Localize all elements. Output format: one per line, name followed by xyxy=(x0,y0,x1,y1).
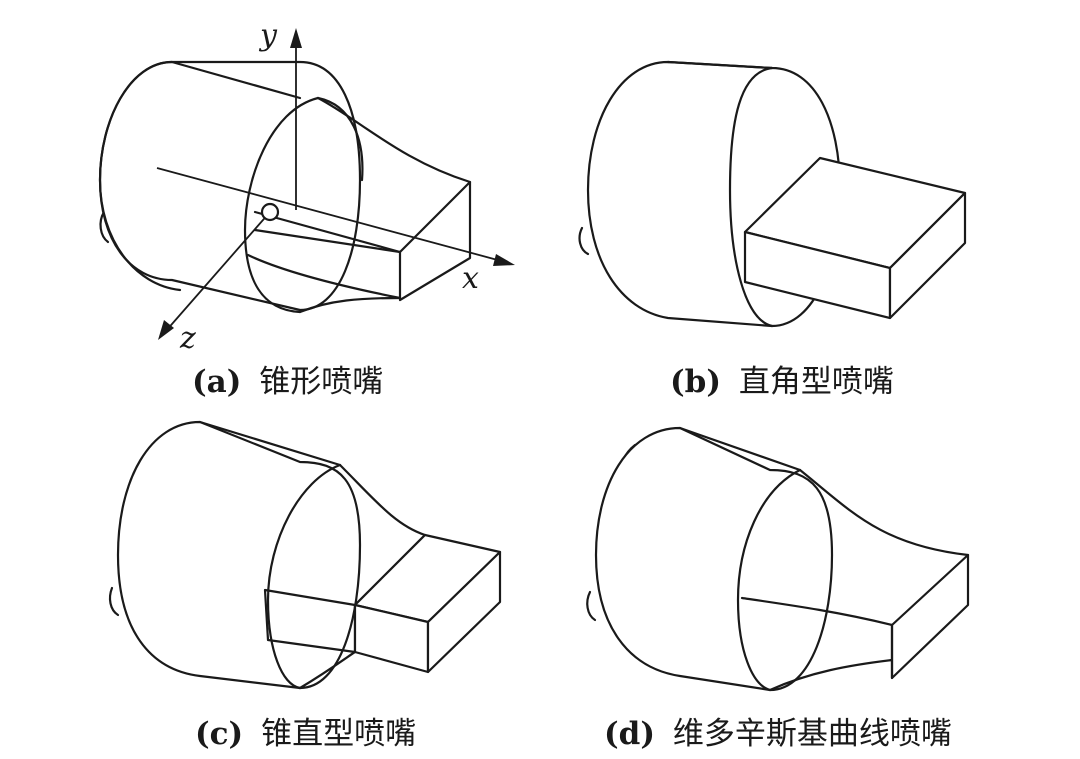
caption-c: (c) 锥直型喷嘴 xyxy=(195,716,416,752)
caption-b: (b) 直角型喷嘴 xyxy=(670,364,894,400)
caption-b-title: 直角型喷嘴 xyxy=(739,364,894,400)
panel-d-vitoshinskii-nozzle xyxy=(586,426,970,692)
caption-a: (a) 锥形喷嘴 xyxy=(192,364,383,400)
z-axis-label: z xyxy=(179,321,196,356)
panel-c-cone-straight-nozzle xyxy=(108,420,502,690)
caption-a-tag: (a) xyxy=(192,364,241,400)
caption-a-title: 锥形喷嘴 xyxy=(259,364,383,400)
x-axis-label: x xyxy=(462,261,479,296)
caption-b-tag: (b) xyxy=(670,364,721,400)
caption-c-title: 锥直型喷嘴 xyxy=(261,716,416,752)
panel-a-conical-nozzle: y x z xyxy=(98,18,515,356)
caption-d: (d) 维多辛斯基曲线喷嘴 xyxy=(604,716,952,752)
caption-c-tag: (c) xyxy=(195,716,243,752)
caption-d-title: 维多辛斯基曲线喷嘴 xyxy=(673,716,952,752)
panel-b-right-angle-nozzle xyxy=(578,60,967,328)
y-axis-label: y xyxy=(258,18,278,53)
caption-d-tag: (d) xyxy=(604,716,655,752)
